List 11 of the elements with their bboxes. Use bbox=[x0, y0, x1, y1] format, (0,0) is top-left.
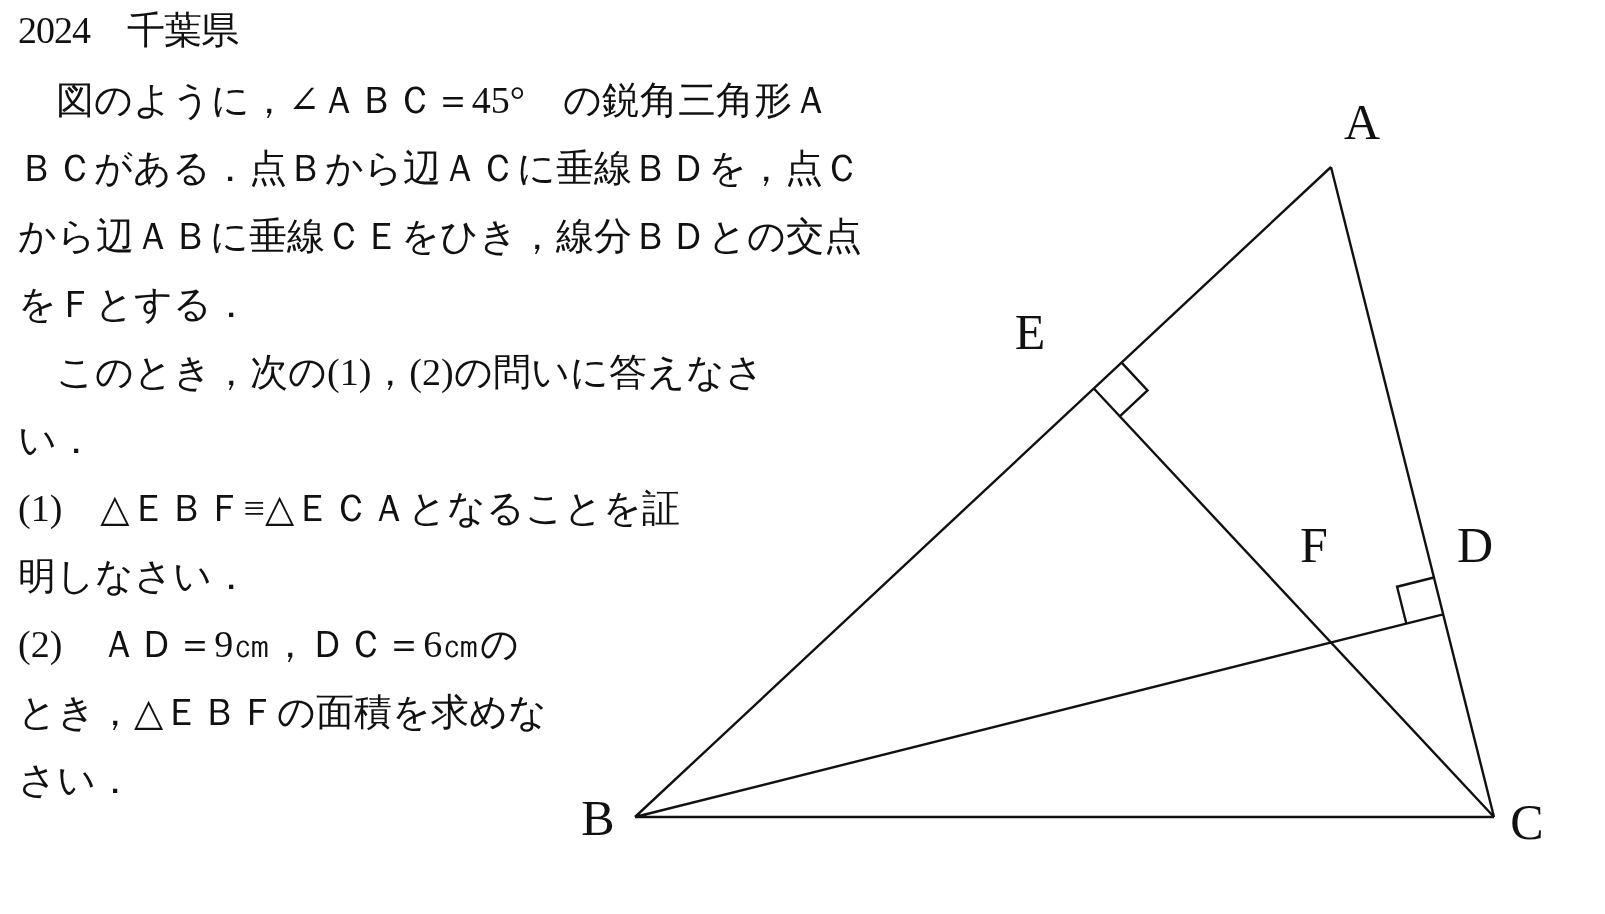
point-label: C bbox=[1510, 795, 1544, 849]
problem-text: このとき，次の(1)，(2)の問いに答えなさい． bbox=[18, 350, 765, 463]
point-label: E bbox=[1014, 305, 1046, 359]
problem-text: 図のように，∠ＡＢＣ＝45° の鋭角三角形ＡＢＣがある．点Ｂから辺ＡＣに垂線ＢＤを，点Ｃから辺ＡＢに垂線ＣＥをひき，線分ＢＤとの交点をＦとする． bbox=[18, 78, 863, 327]
point-label: D bbox=[1456, 518, 1494, 572]
point-label: B bbox=[581, 791, 615, 845]
point-label: A bbox=[1343, 95, 1381, 149]
problem-text: (1) △ＥＢＦ≡△ＥＣＡとなることを証明しなさい． bbox=[18, 486, 682, 599]
problem-text: (2) ＡＤ＝9㎝，ＤＣ＝6㎝のとき，△ＥＢＦの面積を求めなさい． bbox=[18, 622, 549, 803]
title: 2024 千葉県 bbox=[18, 8, 238, 53]
point-label: F bbox=[1300, 518, 1328, 572]
